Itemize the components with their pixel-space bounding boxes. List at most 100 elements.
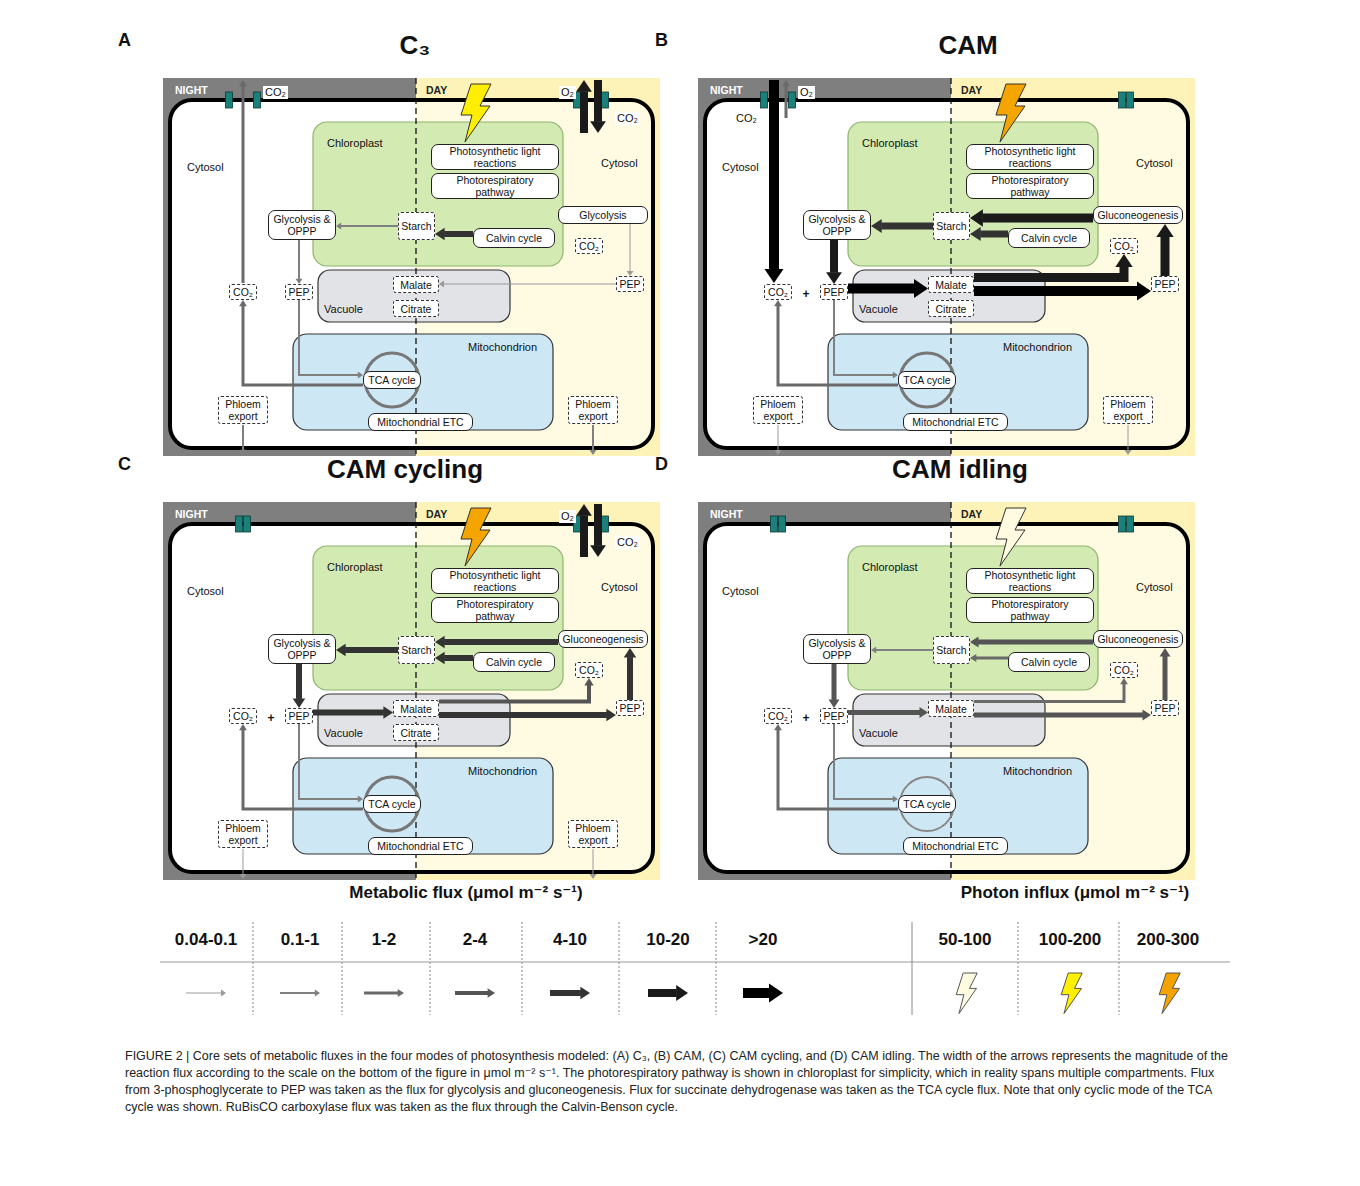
arrowhead [920, 707, 929, 718]
region-label: Cytosol [1136, 580, 1173, 594]
process-box: Photosynthetic light reactions [966, 568, 1094, 594]
node-text: Glycolysis & OPPP [807, 637, 867, 661]
region-label: Mitochondrion [1003, 764, 1072, 778]
node-text: Citrate [401, 727, 432, 739]
metabolite-box: Malate [928, 700, 974, 717]
exchange-arrow [782, 80, 790, 118]
flux-line [455, 991, 488, 995]
organelle-shape [828, 334, 1088, 430]
flux-arrow [871, 219, 933, 233]
node-text: CO₂ [579, 240, 599, 252]
flux-line [778, 730, 898, 809]
node-text: Calvin cycle [1021, 656, 1077, 668]
legend-separator [619, 922, 620, 1015]
region-label: Cytosol [187, 584, 224, 598]
node-text: Phloem export [221, 398, 265, 422]
flux-line [444, 284, 617, 285]
panel-title: CAM cycling [327, 454, 483, 485]
flux-line [594, 504, 602, 546]
legend-separator [253, 922, 254, 1015]
flux-line [593, 849, 594, 875]
metabolite-box: Malate [393, 700, 439, 717]
region-label: Chloroplast [862, 136, 918, 150]
legend-label: 50-100 [939, 930, 992, 950]
flux-arrow [970, 654, 1008, 662]
legend-label: 0.1-1 [281, 930, 320, 950]
node-text: CO₂ [233, 710, 253, 722]
node-text: Glycolysis & OPPP [807, 213, 867, 237]
node-text: PEP [288, 710, 309, 722]
flux-line [243, 306, 363, 385]
region-label: Cytosol [722, 160, 759, 174]
arrowhead [584, 678, 593, 685]
cell-outline: Photosynthetic light reactionsPhotorespi… [705, 524, 1188, 872]
flux-line [439, 712, 607, 718]
node-text: Malate [935, 703, 967, 715]
legend-heading: Metabolic flux (μmol m⁻² s⁻¹) [349, 882, 582, 903]
region-label: Cytosol [601, 156, 638, 170]
node-text: Phloem export [221, 822, 265, 846]
flux-line [648, 989, 677, 997]
region-label: DAY [426, 83, 447, 97]
mitochondrion: TCA cycleMitochondrial ETCMitochondrion [828, 334, 1088, 430]
metabolite-box: Citrate [393, 724, 439, 741]
flux-line [848, 284, 915, 294]
flux-arrow [336, 644, 398, 657]
panel-title: CAM idling [892, 454, 1028, 485]
flux-line [627, 657, 633, 700]
organelle-shape [313, 122, 563, 266]
arrowhead [239, 80, 247, 86]
region-label: Vacuole [859, 302, 898, 316]
arrowhead [221, 990, 226, 997]
flux-line [345, 647, 398, 653]
node-text: Phloem export [756, 398, 800, 422]
light-bolt [461, 84, 491, 142]
cell-wall [170, 524, 653, 872]
process-box: TCA cycle [898, 371, 956, 389]
guard-cell [226, 92, 233, 108]
process-box: Gluconeogenesis [1093, 630, 1183, 648]
exchange-arrow [240, 425, 247, 455]
node-text: Gluconeogenesis [562, 633, 643, 645]
region-label: NIGHT [175, 507, 208, 521]
node-text: PEP [823, 286, 844, 298]
legend-label: 200-300 [1137, 930, 1199, 950]
arrowhead [1143, 710, 1152, 721]
region-label: Cytosol [722, 584, 759, 598]
tca-circle [365, 777, 419, 831]
flux-line [769, 80, 779, 270]
metabolite-box: PEP [1151, 276, 1179, 292]
legend-label: 1-2 [372, 930, 397, 950]
region-label: NIGHT [710, 507, 743, 521]
region-label: Cytosol [601, 580, 638, 594]
region-label: Cytosol [187, 160, 224, 174]
arrowhead [1137, 282, 1151, 301]
flux-line [444, 639, 558, 645]
cell-outline: Photosynthetic light reactionsPhotorespi… [170, 100, 653, 448]
metabolite-box: Phloem export [568, 396, 618, 424]
node-text: PEP [619, 278, 640, 290]
plus-sign: + [267, 711, 274, 725]
exchange-arrow [590, 504, 606, 557]
metabolite-box: PEP [1151, 700, 1179, 716]
mitochondrion: TCA cycleMitochondrial ETCMitochondrion [293, 758, 553, 854]
chloroplast: Photosynthetic light reactionsPhotorespi… [313, 546, 563, 690]
flux-arrow [435, 228, 473, 241]
node-text: PEP [1154, 702, 1175, 714]
organelle-shape [848, 546, 1098, 690]
mode-panel: Photosynthetic light reactionsPhotorespi… [163, 78, 660, 456]
arrowhead [1156, 224, 1173, 237]
flux-arrow [829, 664, 840, 708]
figure-caption: FIGURE 2 | Core sets of metabolic fluxes… [125, 1048, 1237, 1116]
arrowhead [590, 874, 597, 879]
legend-rules [160, 922, 1230, 1015]
node-text: Mitochondrial ETC [912, 840, 998, 852]
metabolite-box: Phloem export [1103, 396, 1153, 424]
process-box: Photorespiratory pathway [431, 173, 559, 199]
arrowhead [239, 300, 247, 306]
flux-arrow [848, 279, 928, 298]
guard-cell [1119, 516, 1126, 532]
process-box: Photorespiratory pathway [966, 597, 1094, 623]
arrowhead [1120, 678, 1128, 684]
flux-line [982, 214, 1093, 223]
